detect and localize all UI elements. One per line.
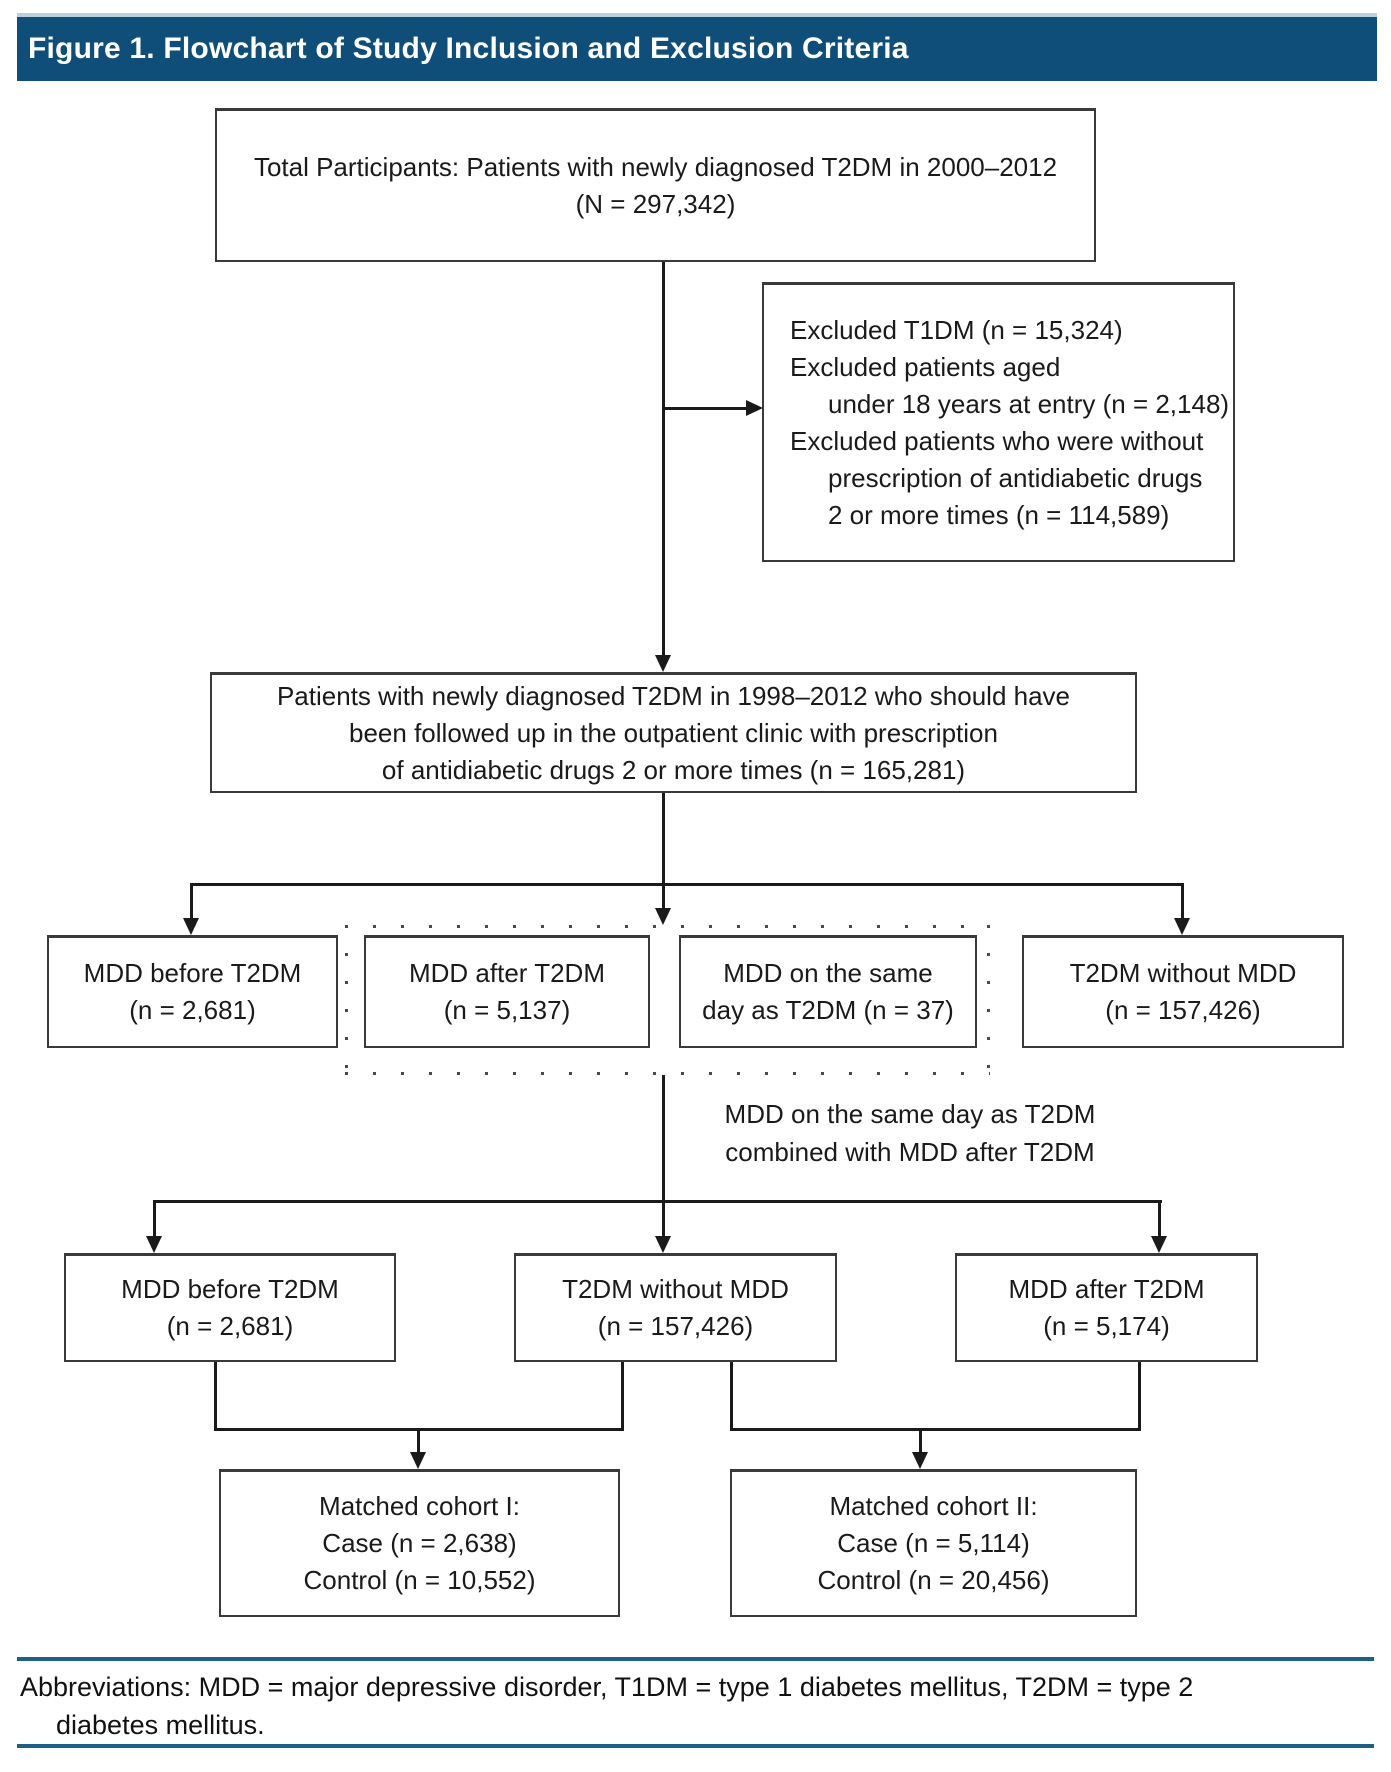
node-t2dm-without-mdd-b: T2DM without MDD (n = 157,426) [514,1253,837,1362]
abbreviations-line: diabetes mellitus. [56,1710,265,1740]
node-text-line: (n = 157,426) [597,1311,754,1341]
arrowhead-t2dm-without-b [655,1236,671,1253]
arrowhead-mdd-after-b [1151,1236,1167,1253]
node-t2dm-without-mdd-a: T2DM without MDD (n = 157,426) [1022,935,1344,1048]
node-text-line: day as T2DM (n = 37) [702,995,954,1025]
node-excluded: Excluded T1DM (n = 15,324) Excluded pati… [762,282,1235,562]
node-text-line: prescription of antidiabetic drugs [828,462,1203,493]
node-text-line: Excluded patients aged [790,351,1061,382]
node-text-line: Control (n = 10,552) [303,1565,536,1595]
combine-note: MDD on the same day as T2DM combined wit… [690,1095,1130,1171]
node-text-line: MDD after T2DM [1008,1274,1205,1304]
bracket1-left-line [214,1362,217,1429]
connector-total-to-followed-line [662,262,665,655]
node-mdd-same-day: MDD on the same day as T2DM (n = 37) [679,935,977,1048]
node-followed-up: Patients with newly diagnosed T2DM in 19… [210,672,1137,793]
node-total-participants: Total Participants: Patients with newly … [215,108,1096,262]
node-text-line: MDD before T2DM [121,1274,339,1304]
node-text-line: T2DM without MDD [562,1274,789,1304]
drop-line-dotted-group [662,883,665,909]
node-text-line: (n = 157,426) [1105,995,1261,1025]
node-matched-cohort-1: Matched cohort I: Case (n = 2,638) Contr… [219,1469,620,1617]
node-text-line: of antidiabetic drugs 2 or more times (n… [381,754,966,785]
drop-line-mdd-after-b [1158,1200,1161,1237]
node-text-line: MDD on the same [723,958,933,988]
arrowhead-cohort2 [912,1452,928,1469]
node-text-line: (n = 5,137) [443,995,571,1025]
node-matched-cohort-2: Matched cohort II: Case (n = 5,114) Cont… [730,1469,1137,1617]
connector-followed-down-line [662,793,665,884]
node-text-line: Total Participants: Patients with newly … [253,151,1058,182]
connector-to-excluded-arrowhead [746,400,763,416]
drop-line-mdd-before-b [153,1200,156,1237]
bracket2-drop-line [919,1428,922,1453]
node-text-line: Case (n = 2,638) [322,1528,517,1558]
bracket1-right-line [621,1362,624,1429]
node-text-line: under 18 years at entry (n = 2,148) [828,388,1230,419]
bracket2-right-line [1138,1362,1141,1429]
footer-rule-top [17,1657,1374,1661]
node-mdd-before-t2dm-b: MDD before T2DM (n = 2,681) [64,1253,396,1362]
bracket2-horizontal-line [730,1428,1141,1431]
node-text-line: Case (n = 5,114) [837,1528,1030,1558]
bracket1-drop-line [417,1428,420,1453]
figure-title: Figure 1. Flowchart of Study Inclusion a… [28,32,909,65]
distribution-line-row-a [191,883,1184,886]
drop-line-t2dm-without-b [662,1200,665,1237]
arrowhead-dotted-group [655,908,671,925]
node-text-line: (n = 2,681) [166,1311,294,1341]
node-mdd-after-t2dm-a: MDD after T2DM (n = 5,137) [364,935,650,1048]
node-mdd-before-t2dm-a: MDD before T2DM (n = 2,681) [47,935,338,1048]
note-text-line: MDD on the same day as T2DM [724,1099,1096,1129]
distribution-line-row-b [154,1200,1162,1203]
note-text-line: combined with MDD after T2DM [725,1137,1095,1167]
node-text-line: MDD before T2DM [83,958,302,988]
node-text-line: (N = 297,342) [575,188,736,219]
arrowhead-cohort1 [410,1452,426,1469]
node-mdd-after-t2dm-b: MDD after T2DM (n = 5,174) [955,1253,1258,1362]
node-text-line: been followed up in the outpatient clini… [349,717,998,748]
node-text-line: Excluded T1DM (n = 15,324) [790,314,1123,345]
footer-rule-bottom [17,1744,1374,1748]
node-text-line: T2DM without MDD [1069,958,1297,988]
node-text-line: Matched cohort II: [829,1491,1038,1521]
abbreviations-note: Abbreviations: MDD = major depressive di… [20,1668,1370,1744]
figure-title-bar: Figure 1. Flowchart of Study Inclusion a… [17,13,1377,81]
arrowhead-mdd-before-b [146,1236,162,1253]
node-text-line: (n = 5,174) [1043,1311,1170,1341]
node-text-line: 2 or more times (n = 114,589) [828,499,1170,530]
node-text-line: (n = 2,681) [129,995,256,1025]
node-text-line: Matched cohort I: [319,1491,520,1521]
arrowhead-mdd-before-a [183,918,199,935]
drop-line-mdd-before-a [190,883,193,919]
node-text-line: Control (n = 20,456) [817,1565,1050,1595]
node-text-line: MDD after T2DM [409,958,605,988]
bracket2-left-line [730,1362,733,1429]
drop-line-t2dm-without-a [1181,883,1184,919]
node-text-line: Patients with newly diagnosed T2DM in 19… [276,680,1071,711]
arrowhead-t2dm-without-a [1174,918,1190,935]
connector-total-to-followed-arrowhead [655,655,671,672]
connector-to-excluded-line [663,407,746,410]
connector-group-down-line [662,1075,665,1201]
abbreviations-line: Abbreviations: MDD = major depressive di… [20,1672,1194,1702]
node-text-line: Excluded patients who were without [790,425,1204,456]
